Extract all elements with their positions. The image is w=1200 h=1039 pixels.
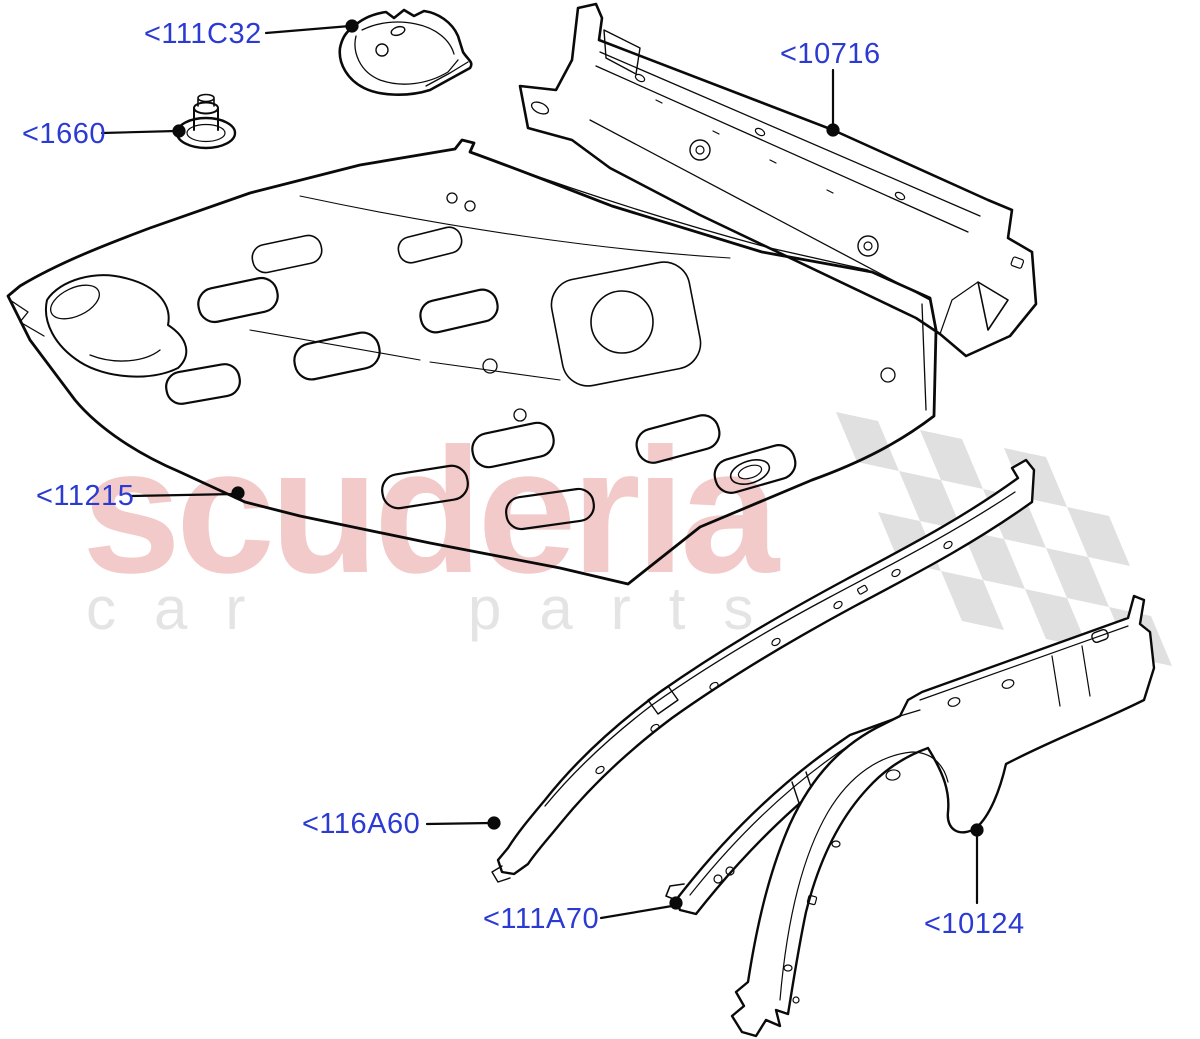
leader-dot-10124 bbox=[970, 823, 984, 837]
part-label-111A70[interactable]: <111A70 bbox=[483, 903, 600, 935]
watermark-brand: scuderia bbox=[82, 411, 779, 610]
part-label-116A60[interactable]: <116A60 bbox=[302, 808, 421, 840]
part-rear-panel bbox=[518, 2, 1038, 358]
part-label-10124[interactable]: <10124 bbox=[924, 908, 1025, 940]
leader-dot-111C32 bbox=[345, 19, 359, 33]
leader-dot-11215 bbox=[231, 486, 245, 500]
leader-dot-10716 bbox=[826, 123, 840, 137]
part-rail-rear-quarter bbox=[491, 458, 1036, 883]
part-label-111C32[interactable]: <111C32 bbox=[144, 18, 262, 50]
part-label-1660[interactable]: <1660 bbox=[22, 118, 106, 150]
part-wheelhouse-cover bbox=[338, 8, 473, 96]
part-floor-plug bbox=[175, 93, 237, 150]
part-floor-pan bbox=[6, 138, 938, 586]
part-label-10716[interactable]: <10716 bbox=[780, 38, 881, 70]
leader-lines bbox=[100, 19, 984, 920]
leader-dot-111A70 bbox=[669, 896, 683, 910]
watermark-tagline: car parts bbox=[86, 575, 792, 642]
part-label-11215[interactable]: <11215 bbox=[36, 480, 135, 512]
leader-dot-1660 bbox=[172, 124, 186, 138]
leader-dot-116A60 bbox=[487, 816, 501, 830]
part-side-member bbox=[730, 594, 1156, 1038]
